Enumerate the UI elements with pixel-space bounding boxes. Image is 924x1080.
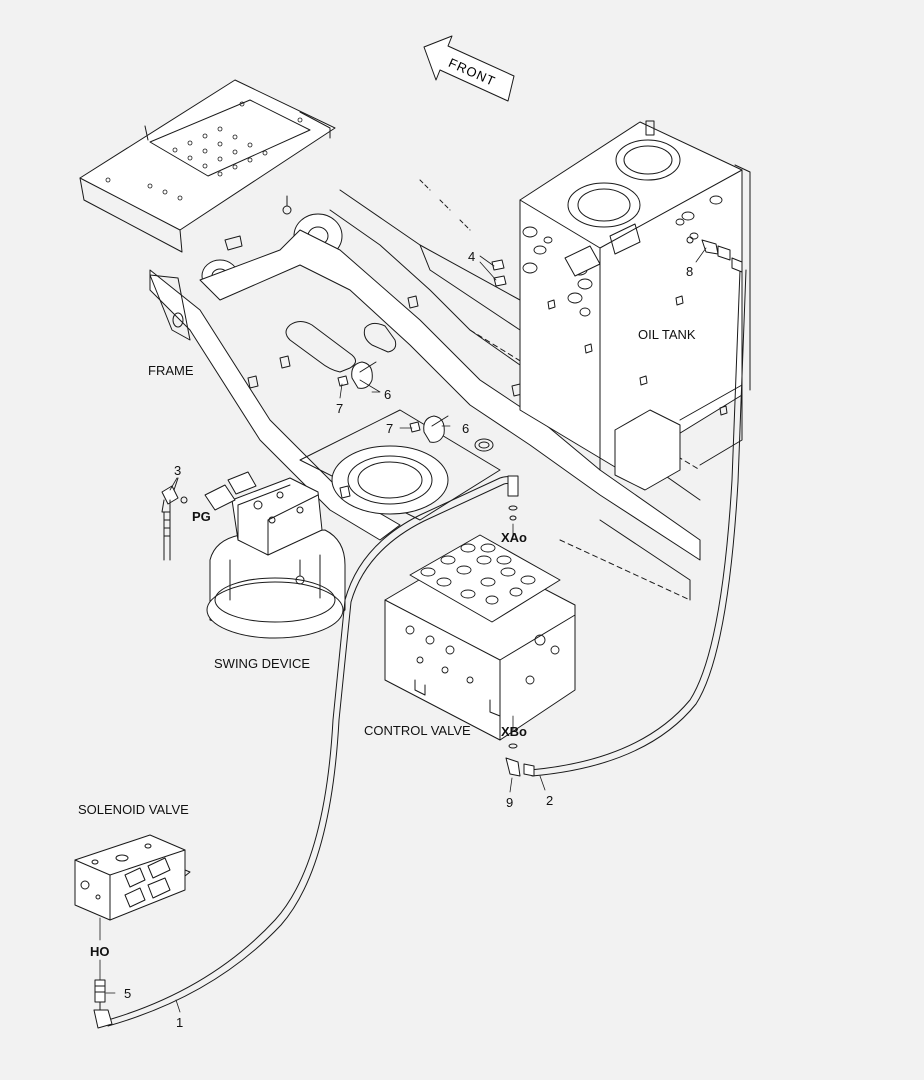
- callout-2: 2: [546, 793, 554, 808]
- callout-4: 4: [468, 249, 476, 264]
- fitting-5: [93, 979, 113, 1029]
- front-arrow: [423, 35, 515, 102]
- fitting-9: [505, 743, 535, 777]
- callout-5: 5: [124, 986, 132, 1001]
- callout-7a: 7: [336, 401, 344, 416]
- control-valve-label: CONTROL VALVE: [364, 723, 471, 738]
- hose-1: [107, 476, 516, 1027]
- solenoid-valve-drawing: [74, 834, 191, 921]
- clamp-6a: [351, 361, 377, 389]
- callout-6a: 6: [384, 387, 392, 402]
- fitting-4: [491, 259, 507, 287]
- oil-tank-label: OIL TANK: [638, 327, 696, 342]
- hose-2: [529, 269, 747, 777]
- leader-lines: [99, 247, 707, 1013]
- port-ho-label: HO: [90, 944, 110, 959]
- fitting-8: [686, 236, 743, 273]
- callout-9: 9: [506, 795, 514, 810]
- swing-device-drawing: [204, 471, 346, 639]
- clamp-6b: [423, 415, 449, 443]
- port-xbo-label: XBo: [501, 724, 527, 739]
- control-valve-drawing: [384, 534, 576, 741]
- callout-7b: 7: [386, 421, 394, 436]
- callout-3: 3: [174, 463, 182, 478]
- fitting-3: [161, 477, 188, 561]
- callout-8: 8: [686, 264, 694, 279]
- bolt-7a: [337, 375, 349, 387]
- callout-1: 1: [176, 1015, 184, 1030]
- port-pg-label: PG: [192, 509, 211, 524]
- callout-6b: 6: [462, 421, 470, 436]
- oil-tank-drawing: [519, 120, 751, 491]
- frame-label: FRAME: [148, 363, 194, 378]
- port-xao-label: XAo: [501, 530, 527, 545]
- fitting-xao: [507, 475, 519, 521]
- solenoid-valve-label: SOLENOID VALVE: [78, 802, 189, 817]
- swing-device-label: SWING DEVICE: [214, 656, 311, 671]
- bolt-7b: [409, 421, 421, 433]
- frame-drawing: [79, 79, 701, 601]
